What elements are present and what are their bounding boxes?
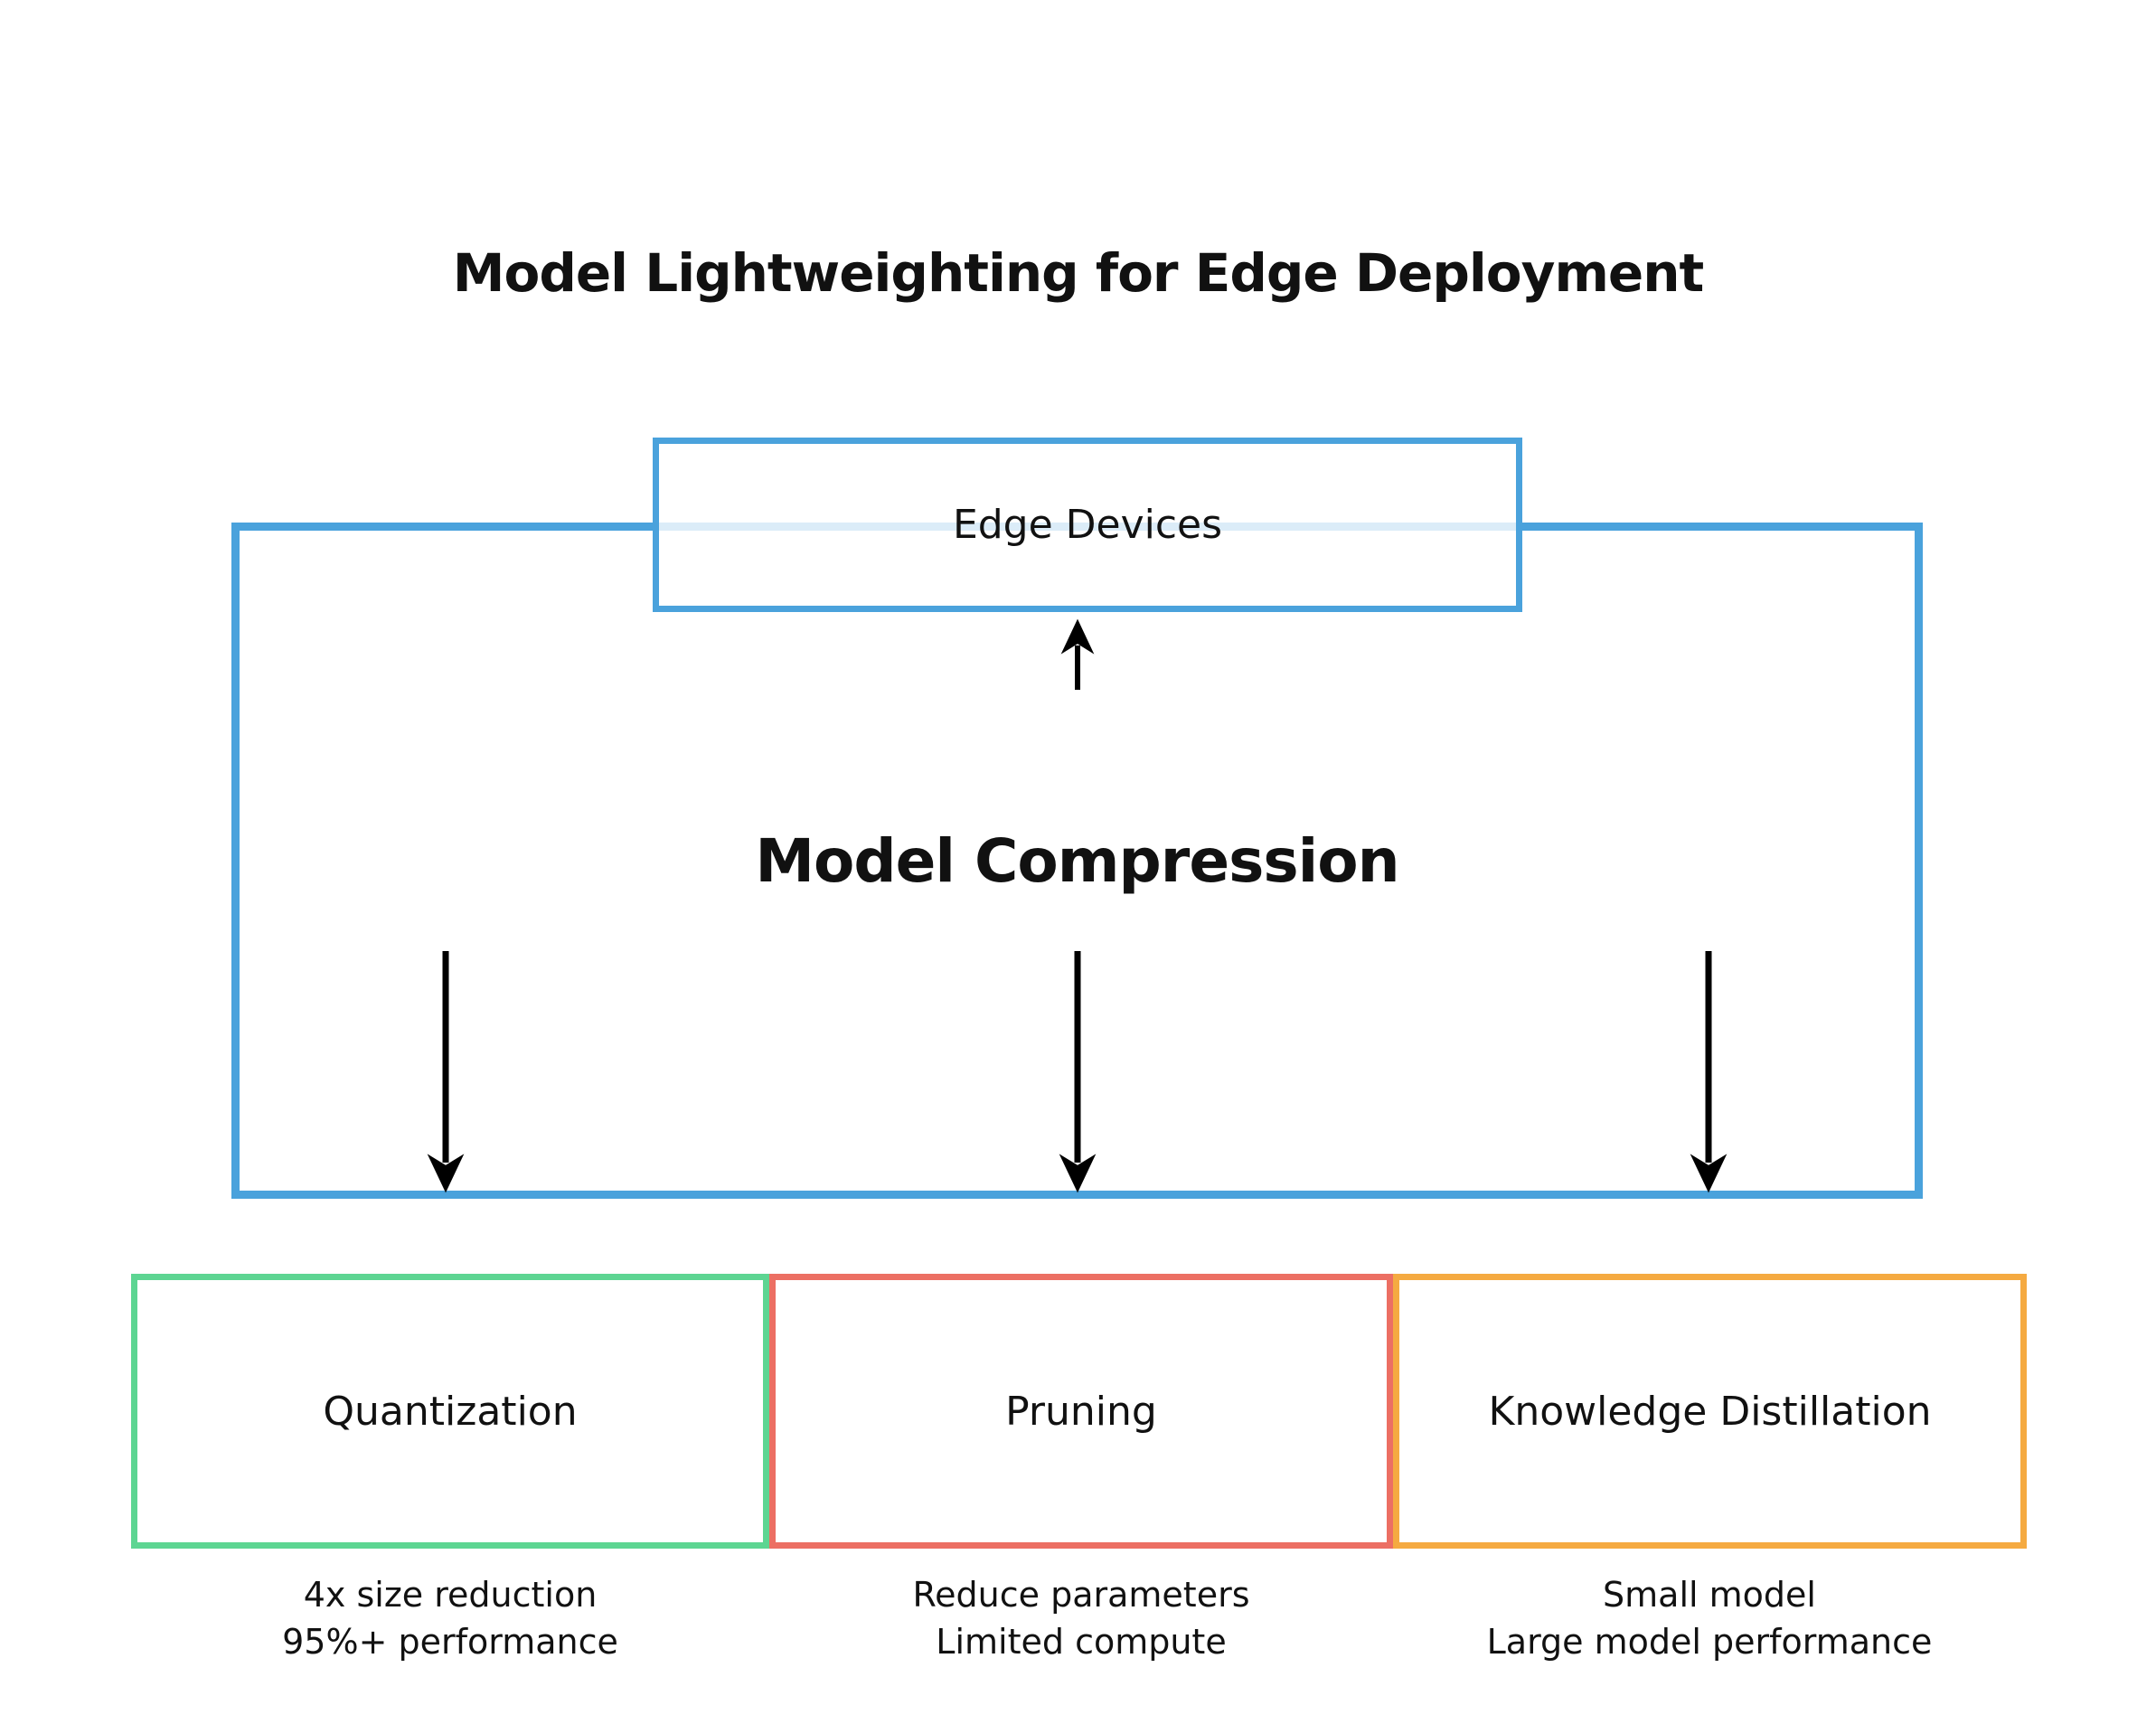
pruning-desc-line2: Limited compute	[936, 1622, 1227, 1662]
page-title: Model Lightweighting for Edge Deployment	[452, 242, 1704, 304]
edge-devices-label: Edge Devices	[952, 502, 1223, 548]
quantization-description: 4x size reduction 95%+ performance	[134, 1571, 767, 1665]
knowledge-distillation-desc-line1: Small model	[1603, 1575, 1816, 1615]
pruning-box: Pruning	[769, 1274, 1393, 1549]
quantization-desc-line1: 4x size reduction	[303, 1575, 598, 1615]
knowledge-distillation-label: Knowledge Distillation	[1488, 1388, 1932, 1435]
pruning-label: Pruning	[1005, 1388, 1157, 1435]
pruning-description: Reduce parameters Limited compute	[765, 1571, 1398, 1665]
quantization-label: Quantization	[323, 1388, 578, 1435]
knowledge-distillation-desc-line2: Large model performance	[1486, 1622, 1933, 1662]
model-compression-label: Model Compression	[755, 826, 1399, 896]
knowledge-distillation-box: Knowledge Distillation	[1393, 1274, 2027, 1549]
pruning-desc-line1: Reduce parameters	[912, 1575, 1250, 1615]
quantization-desc-line2: 95%+ performance	[282, 1622, 618, 1662]
knowledge-distillation-description: Small model Large model performance	[1393, 1571, 2026, 1665]
quantization-box: Quantization	[131, 1274, 769, 1549]
edge-devices-box: Edge Devices	[653, 438, 1522, 612]
